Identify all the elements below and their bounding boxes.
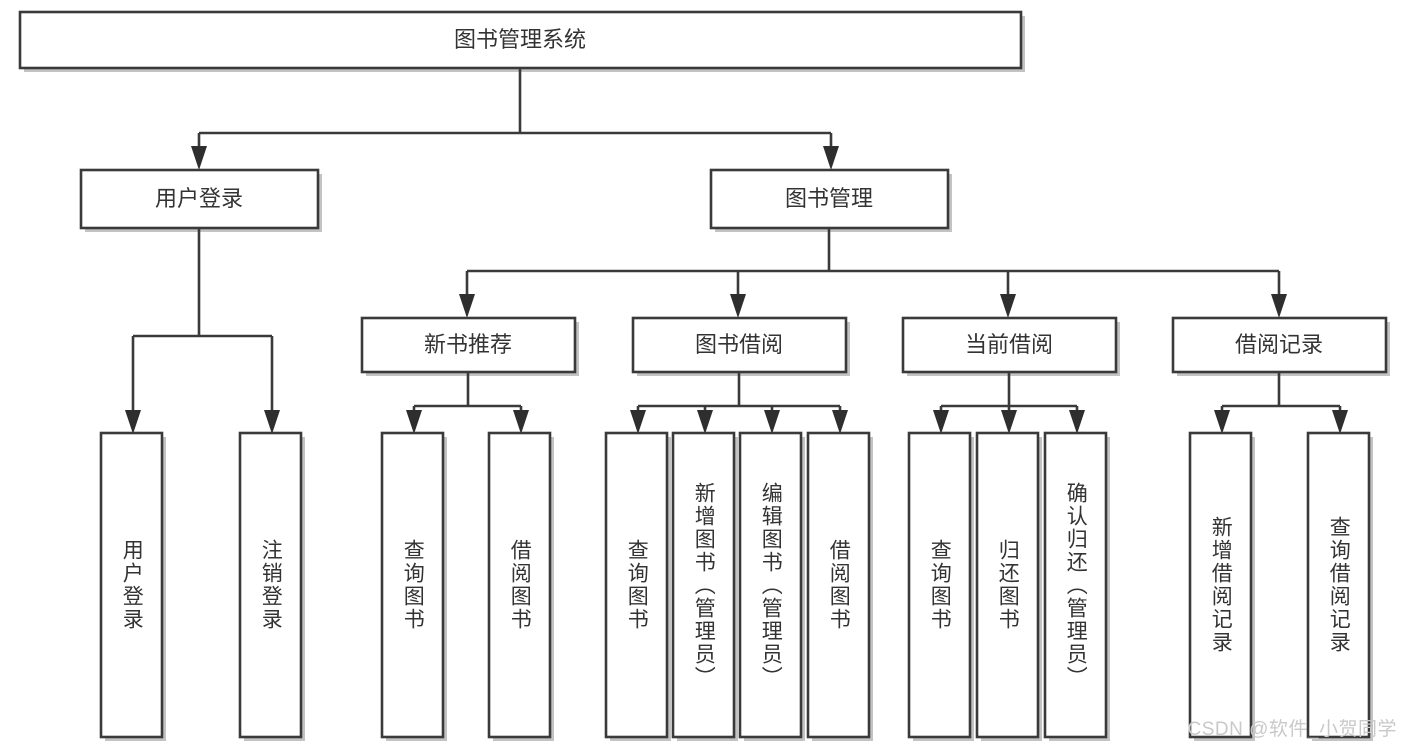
leaf-box (806, 431, 871, 739)
node-leaf-user-login-0[interactable] (99, 431, 166, 741)
node-leaf-current-borrow-0[interactable] (907, 431, 974, 741)
leaf-box (380, 431, 445, 739)
node-user-login[interactable]: 用户登录 (79, 168, 322, 232)
new-book-recommend-label: 新书推荐 (424, 332, 512, 357)
node-leaf-current-borrow-2[interactable] (1043, 431, 1110, 741)
connector-new-book-recommend-to-leaves (406, 372, 529, 434)
node-leaf-book-borrow-3[interactable] (806, 431, 873, 741)
leaf-box (738, 431, 803, 739)
leaf-box (1043, 431, 1108, 739)
node-root[interactable]: 图书管理系统 (18, 10, 1025, 72)
node-leaf-borrow-records-0[interactable] (1188, 431, 1255, 741)
root-box (18, 10, 1023, 70)
leaf-box (99, 431, 164, 739)
leaf-box (975, 431, 1040, 739)
node-leaf-current-borrow-1[interactable] (975, 431, 1042, 741)
user-login-box (79, 168, 320, 230)
current-borrow-box (901, 316, 1118, 374)
node-leaf-new-book-0[interactable] (380, 431, 447, 741)
leaf-box (907, 431, 972, 739)
node-leaf-user-login-1[interactable] (238, 431, 305, 741)
connector-current-borrow-to-leaves (933, 372, 1085, 434)
root-label: 图书管理系统 (454, 27, 586, 52)
connector-book-management-to-level3 (459, 228, 1287, 318)
csdn-watermark: CSDN @软件_小贺同学 (1187, 719, 1397, 740)
connector-borrow-records-to-leaves (1214, 372, 1348, 434)
leaf-box (604, 431, 669, 739)
node-leaf-new-book-1[interactable] (487, 431, 554, 741)
node-new-book-recommend[interactable]: 新书推荐 (360, 316, 579, 376)
node-leaf-borrow-records-1[interactable] (1306, 431, 1373, 741)
leaf-box (487, 431, 552, 739)
node-book-management[interactable]: 图书管理 (709, 168, 952, 232)
book-borrow-label: 图书借阅 (695, 332, 783, 357)
user-login-label: 用户登录 (155, 186, 243, 211)
node-leaf-book-borrow-2[interactable] (738, 431, 805, 741)
node-leaf-book-borrow-0[interactable] (604, 431, 671, 741)
connector-user-login-to-leaves (125, 228, 280, 434)
leaf-box (238, 431, 303, 739)
leaf-box (1188, 431, 1253, 739)
borrow-records-box (1171, 316, 1388, 374)
borrow-records-label: 借阅记录 (1235, 332, 1323, 357)
leaf-box (671, 431, 736, 739)
current-borrow-label: 当前借阅 (965, 332, 1053, 357)
connector-root-to-level2 (191, 68, 839, 170)
node-leaf-book-borrow-1[interactable] (671, 431, 738, 741)
book-management-label: 图书管理 (785, 186, 873, 211)
leaf-box (1306, 431, 1371, 739)
node-borrow-records[interactable]: 借阅记录 (1171, 316, 1390, 376)
node-book-borrow[interactable]: 图书借阅 (631, 316, 850, 376)
connector-book-borrow-to-leaves (630, 372, 848, 434)
new-book-recommend-box (360, 316, 577, 374)
node-current-borrow[interactable]: 当前借阅 (901, 316, 1120, 376)
